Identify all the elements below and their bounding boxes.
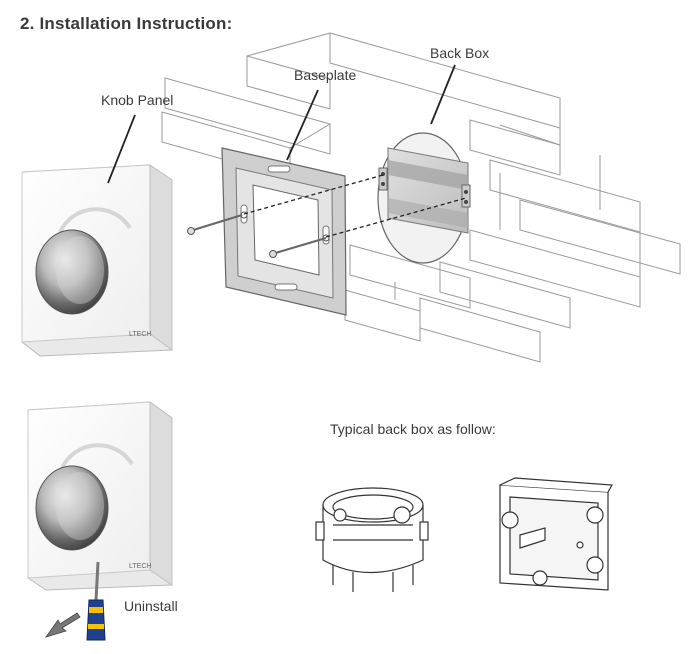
section-title: 2. Installation Instruction: [20, 14, 233, 33]
label-back-box: Back Box [430, 45, 490, 61]
screws [187, 214, 327, 258]
label-uninstall: Uninstall [124, 598, 178, 614]
baseplate-illustration [221, 147, 347, 316]
leader-lines [107, 64, 456, 184]
brand-mark-top: LTECH [129, 331, 151, 338]
brand-mark-bottom: LTECH [129, 563, 151, 570]
uninstall-panel-illustration: LTECH [27, 401, 173, 591]
back-box-illustration [377, 132, 471, 264]
round-back-box-illustration [315, 487, 429, 592]
screwdriver-icon [86, 561, 106, 641]
label-baseplate: Baseplate [294, 67, 357, 83]
arrow-left-down-icon [45, 612, 81, 638]
label-typical-back-box: Typical back box as follow: [330, 421, 496, 437]
alignment-lines [243, 174, 467, 238]
label-knob-panel: Knob Panel [101, 92, 174, 108]
square-back-box-illustration [499, 477, 613, 591]
knob-panel-illustration: LTECH [21, 164, 173, 357]
